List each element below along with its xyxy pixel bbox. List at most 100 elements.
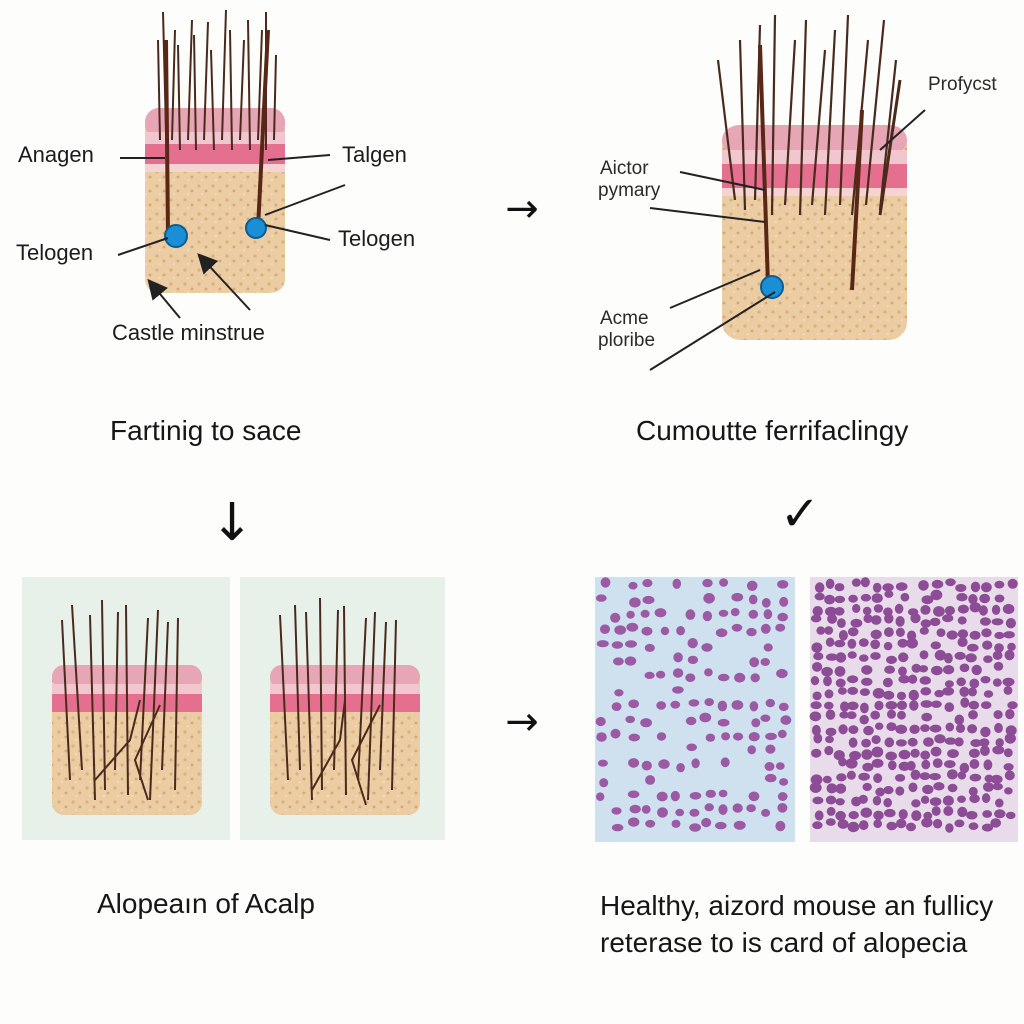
cell [981,628,992,638]
cell [968,700,980,710]
cell [689,808,700,817]
cell [655,670,666,679]
cell [862,606,872,616]
cell [846,770,856,780]
cell [702,578,713,588]
cell [704,698,714,707]
follicle-bulb-left [164,224,188,248]
cell [929,724,942,733]
cell [920,795,930,804]
cell [942,795,954,806]
cell [764,762,775,771]
cell [626,622,639,632]
alopecia-panel-left [22,577,230,840]
cell [995,738,1004,748]
cell [957,771,967,780]
cell [954,819,965,828]
cell [850,618,863,628]
cell [909,724,920,734]
cell [847,651,857,659]
cell [827,613,838,624]
cell [704,803,714,812]
cell [884,590,894,598]
cell [825,727,837,737]
cell [983,782,994,792]
cell [847,821,860,833]
cell [847,701,859,711]
cell [933,782,945,791]
cell [919,676,931,685]
arrow-down: ↓ [210,493,254,553]
cell [884,627,894,637]
cell [861,665,873,675]
cell [932,758,943,768]
cell [645,775,656,785]
cell [751,718,761,728]
histology-panel-dense [809,577,1018,842]
cell [895,616,905,627]
cell [718,789,728,798]
cell [870,639,881,650]
cell [812,821,823,830]
arrow-right-top: → [505,186,539,232]
cell [896,691,907,701]
cell [613,657,624,666]
cell [934,689,945,698]
cell [846,711,857,720]
cell [775,820,786,832]
cell [955,723,966,734]
cell [894,603,904,614]
cell [611,702,622,711]
cell [921,817,933,828]
cell [882,677,893,688]
cell [847,675,859,684]
cell [1003,763,1014,771]
cell [906,637,918,649]
cell [670,790,680,802]
cell [812,691,822,701]
cell [968,786,978,796]
cell [944,652,953,664]
cell [676,626,685,636]
cell [658,759,670,769]
cell [701,643,713,652]
cell [959,762,970,774]
cell [969,773,982,782]
cell [731,592,744,602]
cell [921,595,934,605]
cell [824,626,834,635]
cell [596,792,605,801]
cell [614,689,624,697]
cell [921,759,931,770]
cell [873,819,882,829]
cell [810,614,822,623]
cell [746,580,758,591]
cell [884,808,896,818]
cell [887,709,896,719]
cell [943,806,954,816]
cell [969,794,980,804]
cell [760,658,770,666]
cell [676,763,685,773]
cell [910,769,921,780]
cell [600,624,610,634]
cell [656,701,667,710]
cell [763,643,773,652]
cell [775,623,786,632]
arrow-right-bottom: → [505,699,539,745]
cell [945,722,955,732]
cell [825,709,836,720]
cell [968,748,980,758]
cell [981,823,994,832]
cell [994,594,1005,603]
cell [934,649,947,661]
cell [980,617,991,626]
cell [885,701,898,710]
cell [968,710,978,720]
cell [883,786,894,795]
cell [673,652,683,663]
cell [871,735,881,745]
cell [824,745,834,756]
cell [933,606,945,617]
cell [629,804,641,814]
